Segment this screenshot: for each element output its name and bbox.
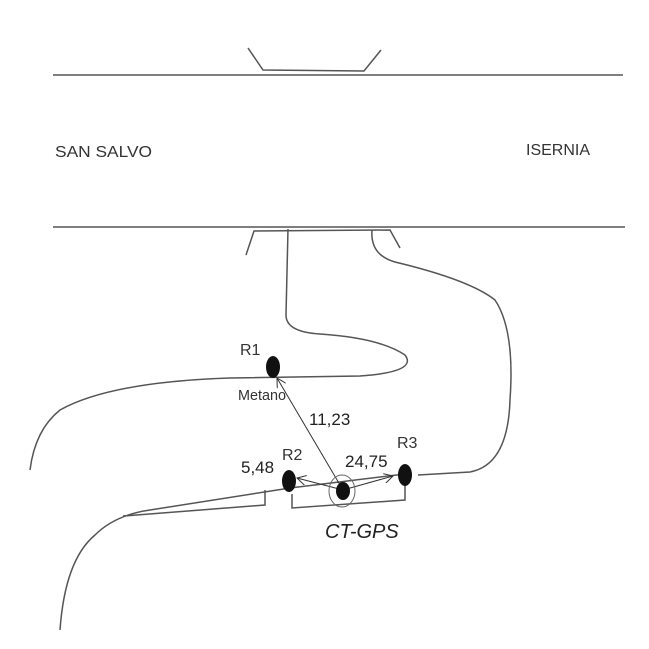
right-ramp-road (371, 229, 512, 476)
distance-arrow-r2 (297, 478, 344, 491)
lower-bracket-left (122, 490, 266, 517)
lower-road (59, 473, 406, 631)
label-isernia: ISERNIA (526, 142, 590, 159)
label-r3: R3 (397, 435, 418, 452)
lower-bracket-right (291, 485, 406, 509)
point-ct-gps (336, 482, 350, 500)
ct-gps-ring (328, 474, 356, 508)
label-r1: R1 (240, 342, 261, 359)
distance-r1: 11,23 (309, 410, 350, 429)
left-ramp-road (29, 228, 409, 471)
distance-r3: 24,75 (345, 452, 388, 471)
distance-arrow-r1 (277, 378, 344, 491)
label-san-salvo: SAN SALVO (55, 144, 152, 161)
overpass-bottom (245, 229, 401, 256)
point-r1 (266, 356, 280, 378)
point-r3 (398, 464, 412, 486)
distance-arrow-r3 (342, 476, 393, 491)
point-r2 (282, 470, 296, 492)
overpass-top (247, 47, 382, 72)
label-r2: R2 (282, 447, 303, 464)
distance-r2: 5,48 (241, 458, 274, 477)
label-metano: Metano (238, 387, 286, 404)
label-ct-gps: CT-GPS (325, 521, 399, 543)
